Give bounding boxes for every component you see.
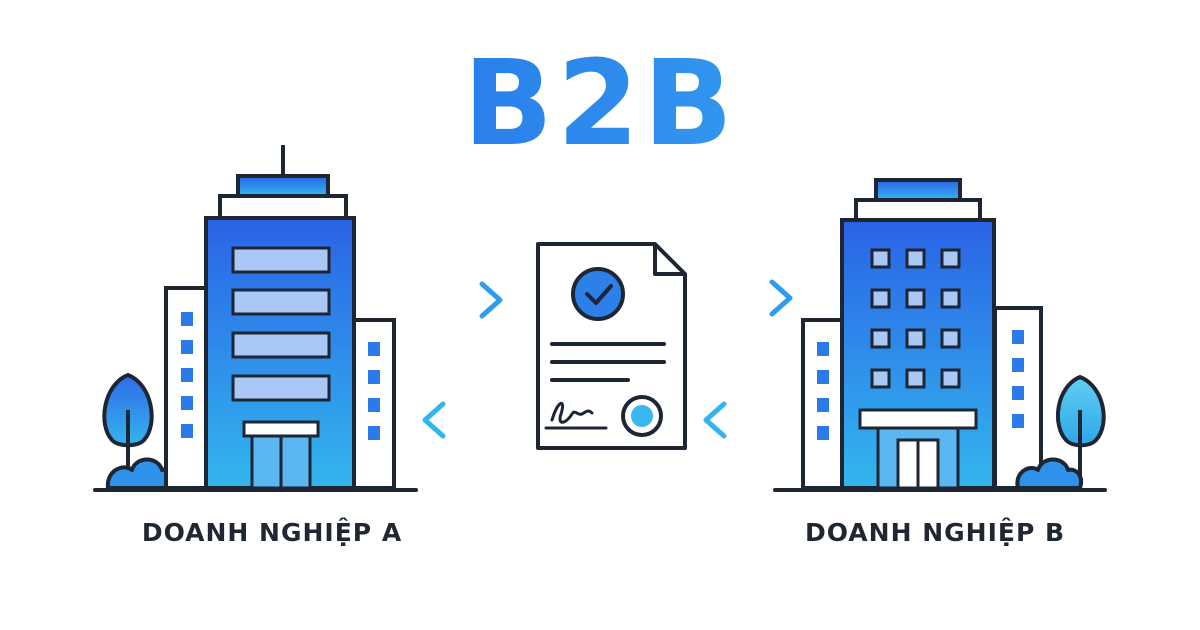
check-circle-icon — [571, 267, 625, 321]
signature-icon — [544, 402, 608, 430]
side-windows-left-a — [181, 312, 193, 438]
building-b-icon — [773, 178, 1107, 492]
side-windows-right-b — [1012, 330, 1024, 428]
roof-top-a — [236, 174, 330, 198]
arrow-doc-to-b-icon — [695, 279, 793, 317]
roof-top-b — [874, 178, 962, 202]
entrance-b — [858, 408, 978, 490]
window-grid-b — [870, 248, 961, 389]
document-text-lines — [550, 342, 666, 382]
arrow-a-to-doc-icon — [398, 281, 503, 319]
diagram-title: B2B — [0, 38, 1200, 168]
seal-icon — [621, 395, 663, 437]
roof-mid-b — [854, 198, 982, 222]
roof-mid-a — [218, 194, 348, 220]
side-windows-right-a — [368, 342, 380, 440]
entrance-a — [242, 420, 320, 490]
arrow-b-to-doc-icon — [703, 401, 788, 439]
signed-contract-icon — [536, 242, 687, 450]
building-a-icon — [93, 145, 418, 492]
bush-icon — [1015, 457, 1083, 490]
side-windows-left-b — [817, 342, 829, 440]
company-a-label: DOANH NGHIỆP A — [141, 518, 403, 547]
arrow-doc-to-a-icon — [422, 401, 506, 439]
window-bands-a — [231, 246, 331, 402]
company-b-label: DOANH NGHIỆP B — [804, 518, 1066, 547]
